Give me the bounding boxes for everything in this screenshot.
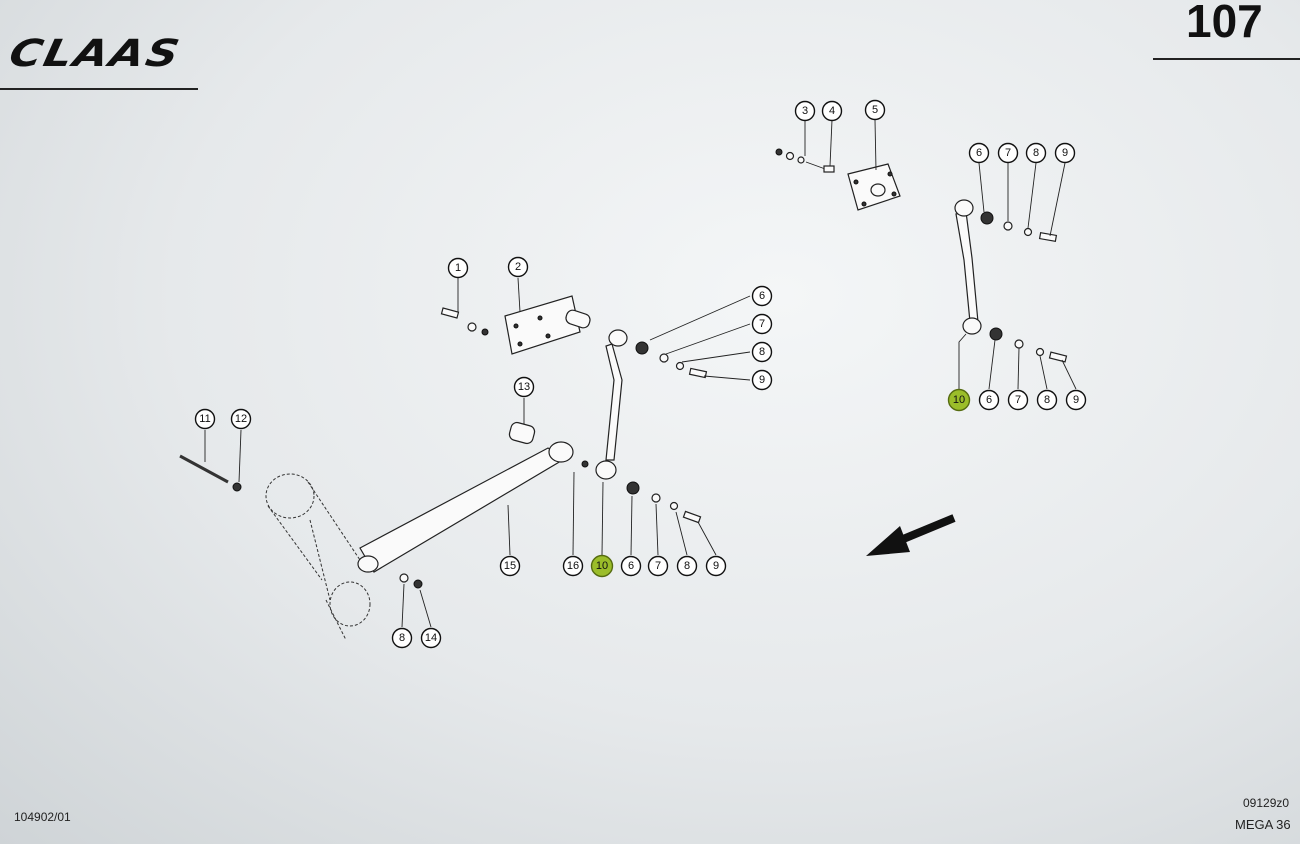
callout-8[interactable]: 8 [676, 555, 698, 577]
callout-7[interactable]: 7 [751, 313, 773, 335]
drawing-number: 104902/01 [14, 810, 71, 824]
callout-2[interactable]: 2 [507, 256, 529, 278]
lever-assembly-right [954, 162, 1077, 390]
svg-text:9: 9 [1073, 394, 1079, 406]
arm-assembly-lower [179, 398, 574, 641]
callout-16[interactable]: 16 [562, 555, 584, 577]
callout-1[interactable]: 1 [447, 257, 469, 279]
callout-14[interactable]: 14 [420, 627, 442, 649]
callout-7[interactable]: 7 [1007, 389, 1029, 411]
svg-text:7: 7 [1015, 394, 1021, 406]
reference-code: 09129z0 [1243, 796, 1290, 810]
svg-text:8: 8 [1033, 147, 1039, 159]
svg-text:4: 4 [829, 105, 835, 117]
svg-text:5: 5 [872, 104, 878, 116]
callout-7[interactable]: 7 [997, 142, 1019, 164]
svg-text:3: 3 [802, 105, 808, 117]
svg-text:6: 6 [628, 560, 634, 572]
link-assembly-centre [572, 295, 751, 556]
callout-5[interactable]: 5 [864, 99, 886, 121]
svg-text:1: 1 [455, 262, 461, 274]
svg-text:8: 8 [1044, 394, 1050, 406]
callout-10-highlighted[interactable]: 10 [947, 388, 971, 412]
callout-6[interactable]: 6 [968, 142, 990, 164]
callout-6[interactable]: 6 [620, 555, 642, 577]
svg-text:13: 13 [518, 381, 530, 393]
svg-text:10: 10 [953, 394, 965, 406]
direction-arrow [866, 514, 956, 556]
callout-9[interactable]: 9 [1054, 142, 1076, 164]
svg-text:8: 8 [399, 632, 405, 644]
callout-9[interactable]: 9 [751, 369, 773, 391]
svg-text:14: 14 [425, 632, 437, 644]
svg-text:6: 6 [986, 394, 992, 406]
callout-12[interactable]: 12 [230, 408, 252, 430]
svg-text:9: 9 [1062, 147, 1068, 159]
page-number-rule [1153, 58, 1300, 60]
svg-text:7: 7 [655, 560, 661, 572]
callout-3[interactable]: 3 [794, 100, 816, 122]
callout-7[interactable]: 7 [647, 555, 669, 577]
svg-text:2: 2 [515, 261, 521, 273]
callout-9[interactable]: 9 [705, 555, 727, 577]
model-name: MEGA 36 [1235, 817, 1291, 832]
svg-text:16: 16 [567, 560, 579, 572]
callout-15[interactable]: 15 [499, 555, 521, 577]
svg-text:6: 6 [976, 147, 982, 159]
svg-text:11: 11 [199, 413, 210, 425]
svg-text:9: 9 [759, 374, 765, 386]
svg-text:10: 10 [596, 560, 608, 572]
svg-text:8: 8 [684, 560, 690, 572]
svg-text:12: 12 [235, 413, 247, 425]
callout-13[interactable]: 13 [513, 376, 535, 398]
callout-11[interactable]: 11 [194, 408, 216, 430]
svg-text:7: 7 [1005, 147, 1011, 159]
svg-text:15: 15 [504, 560, 516, 572]
plate-assembly-centre [440, 277, 591, 355]
svg-text:9: 9 [713, 560, 719, 572]
callout-8[interactable]: 8 [1036, 389, 1058, 411]
callout-9[interactable]: 9 [1065, 389, 1087, 411]
bracket-assembly-top [775, 119, 901, 211]
callout-6[interactable]: 6 [751, 285, 773, 307]
callout-8[interactable]: 8 [751, 341, 773, 363]
svg-text:7: 7 [759, 318, 765, 330]
callout-8[interactable]: 8 [1025, 142, 1047, 164]
callout-8[interactable]: 8 [391, 627, 413, 649]
callout-6[interactable]: 6 [978, 389, 1000, 411]
svg-text:6: 6 [759, 290, 765, 302]
svg-text:8: 8 [759, 346, 765, 358]
callout-4[interactable]: 4 [821, 100, 843, 122]
logo-rule [0, 88, 198, 90]
callout-10-highlighted[interactable]: 10 [590, 554, 614, 578]
page-number: 107 [1186, 0, 1263, 47]
